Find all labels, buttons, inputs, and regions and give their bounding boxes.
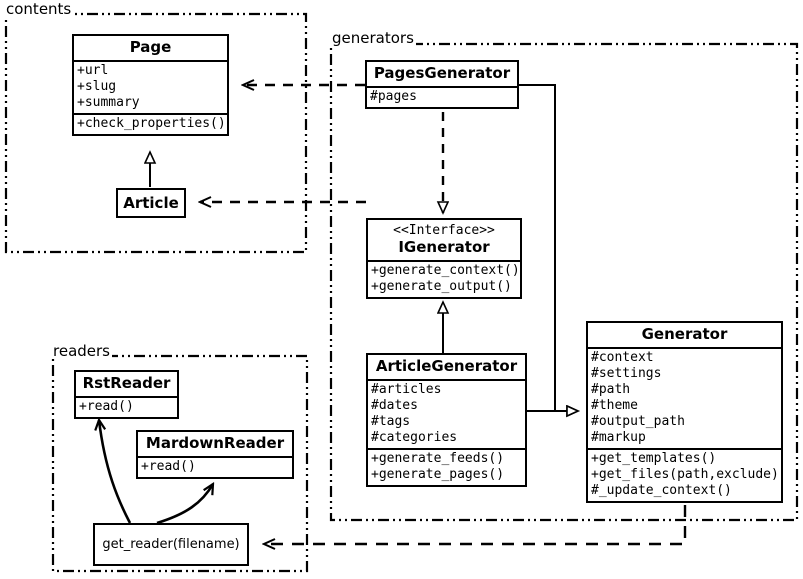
attribute-row: #tags — [371, 414, 411, 429]
operation-row: +generate_feeds() — [371, 451, 505, 466]
class-operations-page: +check_properties() — [74, 113, 227, 134]
package-label-generators: generators — [330, 29, 416, 47]
attribute-row: #categories — [371, 430, 458, 445]
attribute-row: #pages — [370, 89, 417, 104]
class-attributes-pagesgenerator: #pages — [367, 86, 517, 107]
rel-getreader-to-mardownreader — [156, 484, 213, 525]
function-box-get-reader[interactable]: get_reader(filename) — [93, 523, 249, 566]
package-label-contents: contents — [4, 0, 74, 18]
class-name-page: Page — [129, 38, 172, 56]
operation-row: +get_files(path,exclude) — [591, 467, 779, 482]
rel-generator-to-getreader — [264, 505, 687, 544]
class-name-articlegenerator: ArticleGenerator — [375, 357, 518, 375]
attribute-row: #markup — [591, 430, 646, 445]
attribute-row: #path — [591, 382, 631, 397]
operation-row: +generate_pages() — [371, 467, 505, 482]
operation-row: +generate_context() — [371, 263, 520, 278]
class-box-rstreader[interactable]: RstReader +read() — [74, 370, 179, 419]
attribute-row: #dates — [371, 398, 418, 413]
operation-row: +generate_output() — [371, 279, 512, 294]
rel-pagesgenerator-to-generator — [519, 84, 578, 411]
rel-getreader-to-rstreader — [99, 420, 132, 524]
attribute-row: +summary — [77, 95, 140, 110]
class-attributes-page: +url +slug +summary — [74, 60, 227, 113]
attribute-row: +slug — [77, 79, 117, 94]
operation-row: +check_properties() — [77, 116, 226, 131]
class-name-pagesgenerator: PagesGenerator — [373, 64, 511, 82]
attribute-row: +url — [77, 63, 109, 78]
class-name-article: Article — [123, 194, 179, 212]
class-stereotype-igenerator: <<Interface>> — [393, 223, 495, 238]
class-attributes-articlegenerator: #articles #dates #tags #categories — [368, 379, 525, 448]
class-operations-articlegenerator: +generate_feeds() +generate_pages() — [368, 448, 525, 485]
class-box-mardownreader[interactable]: MardownReader +read() — [136, 430, 294, 479]
operation-row: +read() — [141, 459, 196, 474]
operation-row: +get_templates() — [591, 451, 717, 466]
operation-row: +read() — [79, 399, 134, 414]
class-operations-mardownreader: +read() — [138, 456, 292, 477]
class-name-igenerator: IGenerator — [398, 238, 490, 256]
class-name-rstreader: RstReader — [82, 374, 171, 392]
class-box-generator[interactable]: Generator #context #settings #path #them… — [586, 321, 783, 503]
class-operations-rstreader: +read() — [76, 396, 177, 417]
function-name-get-reader: get_reader(filename) — [102, 537, 240, 552]
class-attributes-generator: #context #settings #path #theme #output_… — [588, 347, 781, 448]
class-box-page[interactable]: Page +url +slug +summary +check_properti… — [72, 34, 229, 136]
class-name-generator: Generator — [641, 325, 728, 343]
class-operations-igenerator: +generate_context() +generate_output() — [368, 260, 520, 297]
class-name-mardownreader: MardownReader — [145, 434, 285, 452]
attribute-row: #settings — [591, 366, 662, 381]
class-box-igenerator[interactable]: <<Interface>> IGenerator +generate_conte… — [366, 218, 522, 299]
class-box-pagesgenerator[interactable]: PagesGenerator #pages — [365, 60, 519, 109]
attribute-row: #context — [591, 350, 654, 365]
package-label-readers: readers — [51, 342, 112, 360]
class-operations-generator: +get_templates() +get_files(path,exclude… — [588, 448, 781, 501]
attribute-row: #articles — [371, 382, 442, 397]
operation-row: #_update_context() — [591, 483, 732, 498]
class-box-articlegenerator[interactable]: ArticleGenerator #articles #dates #tags … — [366, 353, 527, 487]
attribute-row: #theme — [591, 398, 638, 413]
class-box-article[interactable]: Article — [116, 188, 186, 218]
attribute-row: #output_path — [591, 414, 685, 429]
